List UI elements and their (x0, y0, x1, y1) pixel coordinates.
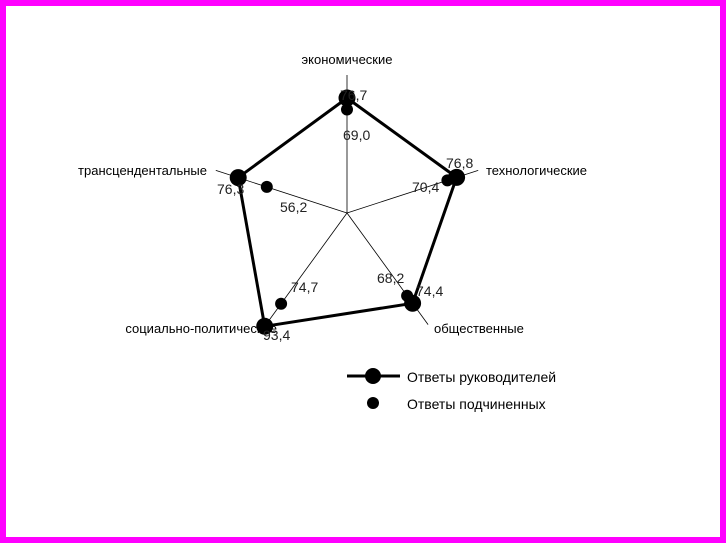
legend-subordinates-label: Ответы подчиненных (407, 396, 546, 412)
value-label-leaders-transcendental: 76,3 (217, 181, 244, 197)
subordinates-point-transcendental (260, 180, 273, 193)
value-label-leaders-social: 74,4 (416, 283, 443, 299)
category-label-sociopolitical: социально-политические (125, 321, 277, 336)
category-label-economic: экономические (302, 52, 393, 67)
series-leaders (229, 89, 466, 335)
series-subordinates (260, 103, 454, 310)
value-label-leaders-technological: 76,8 (446, 155, 473, 171)
value-label-subordinates-economic: 69,0 (343, 127, 370, 143)
value-label-subordinates-social: 68,2 (377, 270, 404, 286)
leaders-line (236, 96, 459, 328)
legend-leaders-label: Ответы руководителей (407, 369, 556, 385)
subordinates-point-sociopolitical (275, 297, 288, 310)
legend: Ответы руководителей Ответы подчиненных (347, 368, 556, 412)
value-label-subordinates-sociopolitical: 74,7 (291, 279, 318, 295)
value-label-leaders-sociopolitical: 93,4 (263, 327, 290, 343)
subordinates-point-social (401, 289, 414, 302)
value-label-leaders-economic: 76,7 (340, 87, 367, 103)
leaders-point-economic (338, 89, 356, 107)
value-label-subordinates-technological: 70,4 (412, 179, 439, 195)
category-labels: экономические технологические общественн… (78, 52, 587, 336)
category-label-social: общественные (434, 321, 524, 336)
category-label-technological: технологические (486, 163, 587, 178)
legend-leaders-marker (365, 368, 381, 384)
category-label-transcendental: трансцендентальные (78, 163, 207, 178)
subordinates-point-economic (341, 103, 353, 116)
value-label-subordinates-transcendental: 56,2 (280, 199, 307, 215)
legend-subordinates-marker (367, 397, 379, 409)
subordinates-point-technological (441, 174, 454, 187)
value-labels: 76,7 76,8 74,4 93,4 76,3 69,0 70,4 68,2 … (217, 87, 473, 343)
leaders-point-sociopolitical (256, 317, 274, 335)
leaders-point-transcendental (229, 169, 247, 187)
